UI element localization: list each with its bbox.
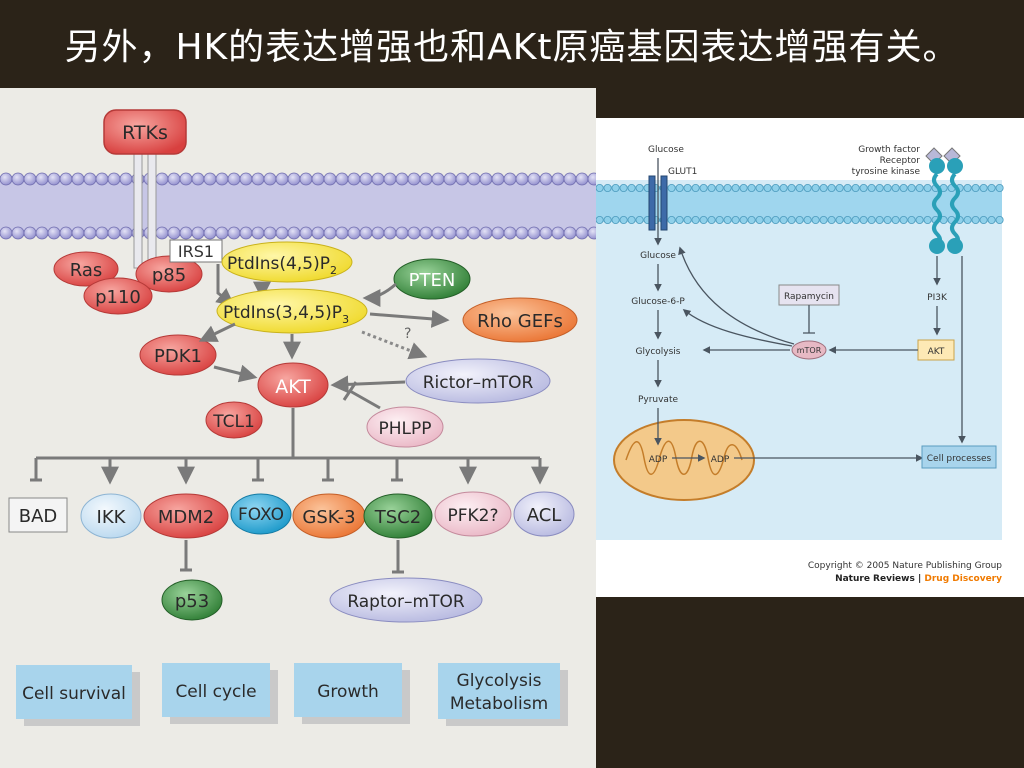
- akt-node: [257, 362, 329, 408]
- rapamycin-inhibit-mtor: [803, 305, 815, 334]
- irs1-box: [169, 239, 223, 263]
- raptor-mtor-label: Raptor–mTOR: [347, 592, 465, 612]
- mtor-to-g6p-arrow: [682, 309, 793, 347]
- ras-label: Ras: [70, 260, 103, 281]
- journal-credit: Nature Reviews | Drug Discovery: [835, 574, 1002, 584]
- mitochondrion: [613, 419, 755, 501]
- pfk2-label: PFK2?: [447, 506, 498, 526]
- glycolysis-label: Glycolysis: [636, 347, 681, 357]
- glut1-transporter-left: [648, 175, 656, 231]
- outcome-growth: Growth: [294, 663, 410, 724]
- akt-signaling-diagram: RTKs Ras p85 p110 IRS1 PtdIns(4,5)P2 PTE…: [0, 88, 596, 768]
- pdk1-to-akt-arrow: [213, 364, 258, 383]
- acl-label: ACL: [527, 505, 562, 526]
- p53-node: [161, 579, 223, 621]
- pfk2-node: [434, 491, 512, 537]
- p85-node: [135, 255, 203, 293]
- glucose-metabolism-diagram: Glucose GLUT1 Growth factor Receptor tyr…: [596, 118, 1024, 597]
- growth-factor-label: Growth factor: [858, 145, 920, 155]
- phlpp-node: [366, 406, 444, 448]
- svg-text:Cell cycle: Cell cycle: [175, 682, 256, 702]
- pdk1-node: [139, 334, 217, 376]
- mtor-node: [791, 340, 827, 360]
- pip3-to-pdk1-arrow: [198, 322, 236, 342]
- ras-node: [53, 251, 119, 287]
- pyruvate-label: Pyruvate: [638, 395, 679, 405]
- bad-label: BAD: [19, 506, 58, 527]
- pip3-to-rhogefs-arrow: [369, 309, 450, 328]
- foxo-node: [230, 493, 292, 535]
- rictor-mtor-label: Rictor–mTOR: [423, 373, 534, 393]
- pip3-node: [216, 288, 368, 334]
- mdm2-label: MDM2: [158, 507, 214, 528]
- outcome-glycolysis-metabolism: Glycolysis Metabolism: [438, 663, 568, 726]
- p110-node: [83, 277, 153, 315]
- phlpp-inhibit-line: [349, 389, 381, 410]
- mdm2-inhibit-p53: [180, 540, 192, 572]
- outcome-cell-survival: Cell survival: [16, 665, 140, 726]
- pten-label: PTEN: [409, 270, 456, 291]
- tsc2-label: TSC2: [374, 507, 421, 528]
- pdk1-label: PDK1: [154, 346, 202, 367]
- mtor-to-glucose-arrow: [678, 246, 795, 345]
- rapamycin-label: Rapamycin: [784, 292, 834, 302]
- receptor-tyrosine-kinase: [925, 147, 963, 254]
- glucose-out-label: Glucose: [648, 145, 684, 155]
- receptor-label-1: Receptor: [880, 156, 921, 166]
- svg-text:Glycolysis: Glycolysis: [457, 671, 542, 691]
- ikk-node: [80, 493, 142, 539]
- svg-text:Metabolism: Metabolism: [450, 694, 548, 714]
- phlpp-label: PHLPP: [378, 419, 431, 439]
- pten-arrow: [362, 282, 397, 307]
- receptor-label-2: tyrosine kinase: [852, 167, 921, 177]
- pip3-label: PtdIns(3,4,5)P3: [223, 303, 349, 326]
- rtks-label: RTKs: [122, 122, 168, 144]
- glucose6p-label: Glucose-6-P: [631, 297, 685, 307]
- irs1-label: IRS1: [178, 242, 214, 261]
- rhogefs-label: Rho GEFs: [477, 311, 563, 332]
- glut1-label: GLUT1: [668, 167, 697, 177]
- tsc2-node: [363, 493, 433, 539]
- rictor-mtor-node: [405, 358, 551, 404]
- phlpp-inhibit-bar: [342, 381, 358, 401]
- pi3k-label: PI3K: [927, 293, 948, 303]
- question-mark: ?: [404, 326, 411, 342]
- akt-downstream-bus: [30, 408, 549, 485]
- tcl1-label: TCL1: [212, 412, 255, 432]
- cell-processes-label: Cell processes: [927, 454, 992, 464]
- pip3-to-rictor-dotted-arrow: [361, 330, 428, 360]
- mtor-label: mTOR: [797, 346, 822, 355]
- glucose-in-label: Glucose: [640, 251, 676, 261]
- slide-title: 另外，HK的表达增强也和AKt原癌基因表达增强有关。: [64, 27, 960, 68]
- pip2-node: [221, 241, 353, 283]
- bad-box: [8, 497, 68, 533]
- svg-text:Cell survival: Cell survival: [22, 684, 126, 704]
- akt-label: AKT: [275, 376, 311, 398]
- ikk-label: IKK: [97, 507, 127, 528]
- rictor-to-akt-arrow: [330, 375, 406, 394]
- tsc2-inhibit-raptor: [392, 540, 404, 574]
- gsk3-label: GSK-3: [302, 507, 355, 528]
- outcome-cell-cycle: Cell cycle: [162, 663, 278, 724]
- cell-membrane: [0, 172, 596, 240]
- tcl1-node: [205, 401, 263, 439]
- adp1-label: ADP: [649, 455, 668, 465]
- raptor-mtor-node: [329, 577, 483, 623]
- svg-text:Growth: Growth: [317, 682, 379, 702]
- akt-label-right: AKT: [928, 347, 945, 357]
- adp2-label: ADP: [711, 455, 730, 465]
- acl-node: [513, 491, 575, 537]
- p53-label: p53: [175, 591, 209, 612]
- rhogefs-node: [462, 297, 578, 343]
- foxo-label: FOXO: [238, 505, 284, 525]
- mdm2-node: [143, 493, 229, 539]
- pten-node: [393, 258, 471, 300]
- rtks-receptor: RTKs: [103, 109, 187, 269]
- glut1-transporter-right: [660, 175, 668, 231]
- p85-label: p85: [152, 265, 186, 286]
- pip2-label: PtdIns(4,5)P2: [227, 254, 337, 277]
- copyright-text: Copyright © 2005 Nature Publishing Group: [808, 561, 1002, 571]
- cell-processes-box: [921, 445, 997, 469]
- p110-label: p110: [95, 287, 141, 308]
